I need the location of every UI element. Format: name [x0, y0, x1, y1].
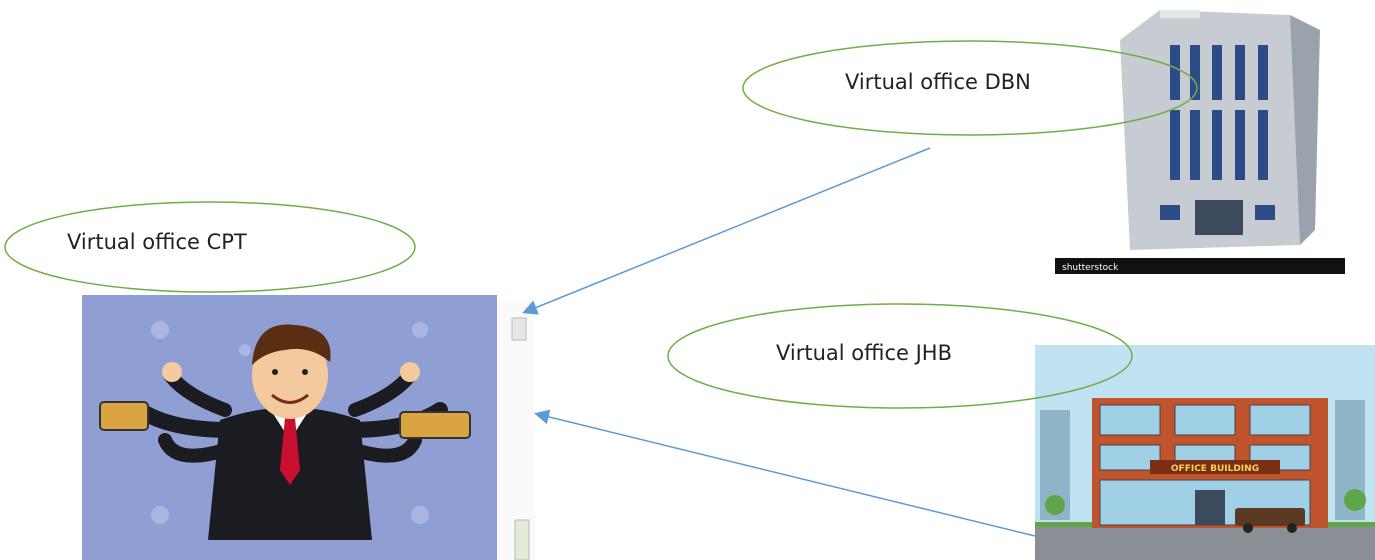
- multitasking-businessman-image: [82, 295, 535, 560]
- tower-watermark: shutterstock: [1062, 263, 1119, 273]
- arrow-dbn-to-cpt: [522, 147, 931, 315]
- label-virtual-office-jhb: Virtual office JHB: [776, 341, 952, 365]
- building-sign: OFFICE BUILDING: [1171, 464, 1259, 474]
- office-building-image: OFFICE BUILDING: [1035, 345, 1375, 560]
- label-virtual-office-cpt: Virtual office CPT: [67, 230, 247, 254]
- bubble-jhb: [667, 303, 1133, 409]
- arrow-jhb-to-cpt: [534, 409, 1036, 537]
- office-tower-image: shutterstock: [1055, 10, 1345, 274]
- label-virtual-office-dbn: Virtual office DBN: [845, 70, 1031, 94]
- bubble-dbn: [742, 40, 1198, 136]
- bubble-cpt: [4, 201, 416, 293]
